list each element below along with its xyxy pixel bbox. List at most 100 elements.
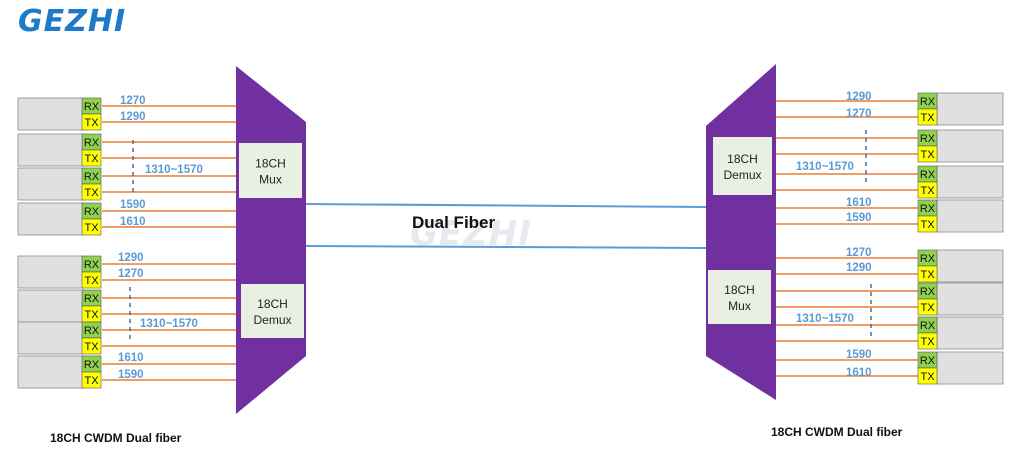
left-top-wavelength-5: 1610 <box>120 216 146 228</box>
right-caption: 18CH CWDM Dual fiber <box>771 425 903 439</box>
right-module-7-tx-port <box>917 332 938 350</box>
right-module-3-rx-label: RX <box>920 169 936 181</box>
left-module-7 <box>17 321 85 355</box>
right-module-3-tx-label: TX <box>920 185 935 197</box>
right-module-7-rx-label: RX <box>920 320 936 332</box>
left-module-4-rx-label: RX <box>84 206 100 218</box>
right-top-wavelength-1: 1290 <box>846 91 872 103</box>
right-bottom-wavelength-4: 1590 <box>846 349 872 361</box>
right-module-6-rx-label: RX <box>920 286 936 298</box>
left-bottom-wavelength-3: 1310~1570 <box>140 318 198 330</box>
right-module-2-rx-label: RX <box>920 133 936 145</box>
right-demux-box-line1: 18CH <box>727 152 758 166</box>
left-top-wavelength-1: 1270 <box>120 95 146 107</box>
right-module-1-tx-port <box>917 108 938 126</box>
left-module-6-rx-label: RX <box>84 293 100 305</box>
left-mux-box <box>239 143 302 198</box>
left-top-wavelength-2: 1290 <box>120 111 146 123</box>
right-module-6 <box>936 282 1004 316</box>
left-module-4 <box>17 202 85 236</box>
right-top-wavelength-4: 1610 <box>846 197 872 209</box>
left-demux-box-line2: Demux <box>253 313 291 327</box>
right-top-wavelength-2: 1270 <box>846 108 872 120</box>
left-top-wavelength-4: 1590 <box>120 199 146 211</box>
right-bottom-wavelength-3: 1310~1570 <box>796 313 854 325</box>
left-module-8-rx-label: RX <box>84 359 100 371</box>
left-module-7-rx-label: RX <box>84 325 100 337</box>
left-module-7-tx-port <box>81 337 102 355</box>
left-module-1-tx-port <box>81 113 102 131</box>
right-module-2-tx-label: TX <box>920 149 935 161</box>
right-top-wavelength-5: 1590 <box>846 212 872 224</box>
left-module-1 <box>17 97 85 131</box>
right-module-3 <box>936 165 1004 199</box>
right-mux-box-line1: 18CH <box>724 283 755 297</box>
right-mux-device <box>706 64 776 400</box>
left-module-3-tx-label: TX <box>84 187 99 199</box>
left-module-4-tx-port <box>81 218 102 236</box>
right-bottom-wavelength-5: 1610 <box>846 367 872 379</box>
left-mux-box-line2: Mux <box>259 173 282 187</box>
left-module-1-tx-label: TX <box>84 117 99 129</box>
left-bottom-wavelength-2: 1270 <box>118 268 144 280</box>
left-module-8 <box>17 355 85 389</box>
left-caption: 18CH CWDM Dual fiber <box>50 431 182 445</box>
left-module-5-rx-label: RX <box>84 259 100 271</box>
left-module-6 <box>17 289 85 323</box>
right-module-4-tx-label: TX <box>920 219 935 231</box>
right-module-1-tx-label: TX <box>920 112 935 124</box>
right-module-5-rx-label: RX <box>920 253 936 265</box>
fiber-line-2 <box>305 245 707 249</box>
right-module-4 <box>936 199 1004 233</box>
right-module-1 <box>936 92 1004 126</box>
dual-fiber-label: Dual Fiber <box>412 213 496 232</box>
right-module-8-rx-label: RX <box>920 355 936 367</box>
right-module-5-tx-label: TX <box>920 269 935 281</box>
right-module-6-tx-label: TX <box>920 302 935 314</box>
left-mux-device <box>236 66 306 414</box>
left-demux-box-line1: 18CH <box>257 297 288 311</box>
right-module-5 <box>936 249 1004 283</box>
left-module-2-rx-label: RX <box>84 137 100 149</box>
left-module-5 <box>17 255 85 289</box>
right-module-6-tx-port <box>917 298 938 316</box>
left-module-2-tx-port <box>81 149 102 167</box>
right-module-8-tx-label: TX <box>920 371 935 383</box>
right-mux-box-line2: Mux <box>728 299 751 313</box>
fiber-line-1 <box>305 203 707 208</box>
left-module-2-tx-label: TX <box>84 153 99 165</box>
right-module-2 <box>936 129 1004 163</box>
left-module-5-tx-label: TX <box>84 275 99 287</box>
left-module-2 <box>17 133 85 167</box>
gezhi-logo: GEZHI <box>18 4 127 39</box>
right-mux-box <box>708 270 771 324</box>
right-module-1-rx-label: RX <box>920 96 936 108</box>
right-top-wavelength-3: 1310~1570 <box>796 161 854 173</box>
right-bottom-wavelength-2: 1290 <box>846 262 872 274</box>
left-bottom-wavelength-5: 1590 <box>118 369 144 381</box>
left-module-6-tx-label: TX <box>84 309 99 321</box>
left-mux-box-line1: 18CH <box>255 157 286 171</box>
left-bottom-wavelength-4: 1610 <box>118 352 144 364</box>
left-module-1-rx-label: RX <box>84 101 100 113</box>
left-demux-box <box>241 284 304 338</box>
right-module-7-tx-label: TX <box>920 336 935 348</box>
left-module-7-tx-label: TX <box>84 341 99 353</box>
left-module-4-tx-label: TX <box>84 222 99 234</box>
right-module-4-tx-port <box>917 215 938 233</box>
right-bottom-wavelength-1: 1270 <box>846 247 872 259</box>
left-top-wavelength-3: 1310~1570 <box>145 164 203 176</box>
left-module-8-tx-port <box>81 371 102 389</box>
right-module-3-tx-port <box>917 181 938 199</box>
left-module-8-tx-label: TX <box>84 375 99 387</box>
right-module-8 <box>936 351 1004 385</box>
left-module-3 <box>17 167 85 201</box>
right-module-2-tx-port <box>917 145 938 163</box>
left-bottom-wavelength-1: 1290 <box>118 252 144 264</box>
right-module-7 <box>936 316 1004 350</box>
left-module-5-tx-port <box>81 271 102 289</box>
right-module-5-tx-port <box>917 265 938 283</box>
left-module-3-rx-label: RX <box>84 171 100 183</box>
right-module-8-tx-port <box>917 367 938 385</box>
